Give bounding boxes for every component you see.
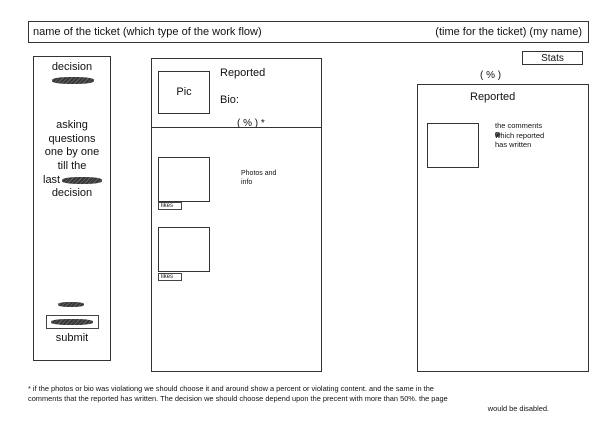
ticket-time-and-user: (time for the ticket) (my name) [435,26,582,38]
likes-label: likes [158,273,182,281]
decision-heading: decision [51,61,93,73]
decision-label: decision [51,187,93,199]
instructions-text: asking questions one by one till the [44,119,100,172]
decision-sidebar: decision asking questions one by one til… [33,56,111,361]
reported-comments-panel: Reported the comments which reported has… [417,84,589,372]
crossed-out-word [495,132,500,137]
photos-info-text: Photos and info [241,170,277,186]
violation-percent: ( % ) * [237,118,265,129]
divider [152,127,321,128]
footnote: * if the photos or bio was violationg we… [28,384,549,413]
crossed-out-word [62,177,102,184]
comments-percent: ( % ) [480,70,502,81]
submit-button[interactable]: submit [55,332,89,344]
comment-image[interactable] [427,123,479,168]
comments-text: the comments which reported has written [495,121,545,149]
reported-profile-panel: Pic Reported Bio: ( % ) * likes Photos a… [151,58,322,372]
last-label: last [43,174,61,186]
crossed-out-button [46,315,99,329]
crossed-out-word [52,77,94,84]
ticket-name: name of the ticket (which type of the wo… [33,26,262,38]
header-bar: name of the ticket (which type of the wo… [28,21,589,43]
stats-button[interactable]: Stats [522,51,583,65]
reported-label: Reported [470,91,516,103]
profile-picture: Pic [158,71,210,114]
reported-label: Reported [220,67,266,79]
photo-thumbnail[interactable] [158,227,210,272]
photo-thumbnail[interactable] [158,157,210,202]
likes-label: likes [158,202,182,210]
crossed-out-word [58,302,84,307]
bio-label: Bio: [220,94,239,106]
